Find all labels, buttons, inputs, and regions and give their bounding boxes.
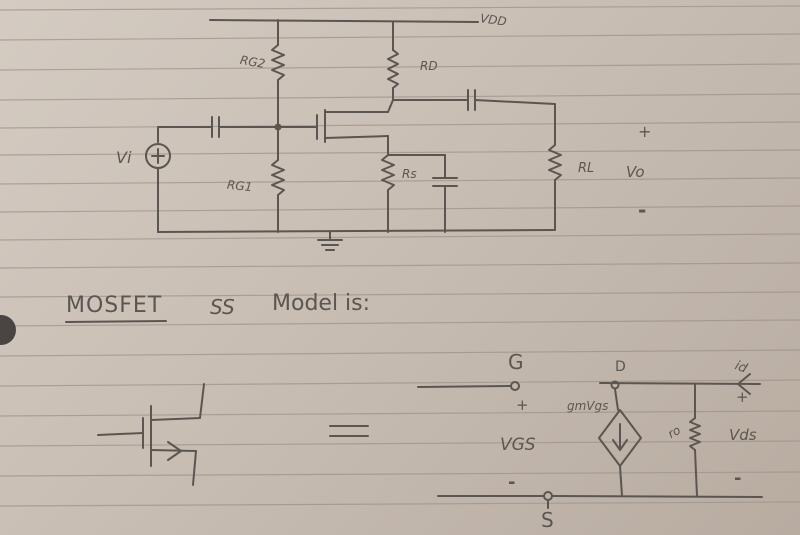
binder-hole [0, 315, 16, 345]
vgs-minus: - [508, 472, 516, 493]
ro-resistor [689, 417, 701, 451]
rd-resistor [387, 49, 399, 89]
rg1-label: RG1 [226, 177, 253, 195]
vo-label: Vo [626, 163, 645, 181]
vds-plus: + [736, 388, 749, 406]
vi-label: Vi [116, 148, 132, 167]
source-terminal [543, 491, 553, 501]
vds-minus: - [734, 468, 742, 489]
vo-plus: + [638, 122, 652, 141]
id-arrow [737, 373, 751, 395]
vdd-rail [209, 19, 479, 23]
source-label: S [541, 508, 554, 532]
gm-label: gmVgs [567, 399, 609, 413]
heading-ss: SS [210, 295, 235, 319]
vgs-plus: + [516, 396, 529, 414]
vgs-label: VGS [500, 435, 536, 455]
rs-resistor [381, 154, 395, 191]
vds-label: Vds [729, 426, 757, 444]
rl-label: RL [578, 161, 595, 176]
gate-label: G [508, 350, 524, 374]
heading-model-is: Model is: [272, 291, 371, 316]
vo-minus: - [638, 198, 647, 222]
rl-resistor [548, 144, 562, 181]
vdd-label: VDD [479, 11, 508, 29]
rg1-resistor [271, 159, 285, 196]
rg2-resistor [271, 44, 285, 81]
rs-label: Rs [402, 167, 417, 181]
rd-label: RD [420, 59, 438, 73]
drain-label: D [615, 359, 626, 375]
ground-rail [157, 229, 556, 233]
gate-terminal [510, 381, 520, 391]
heading-mosfet: MOSFET [66, 293, 163, 318]
